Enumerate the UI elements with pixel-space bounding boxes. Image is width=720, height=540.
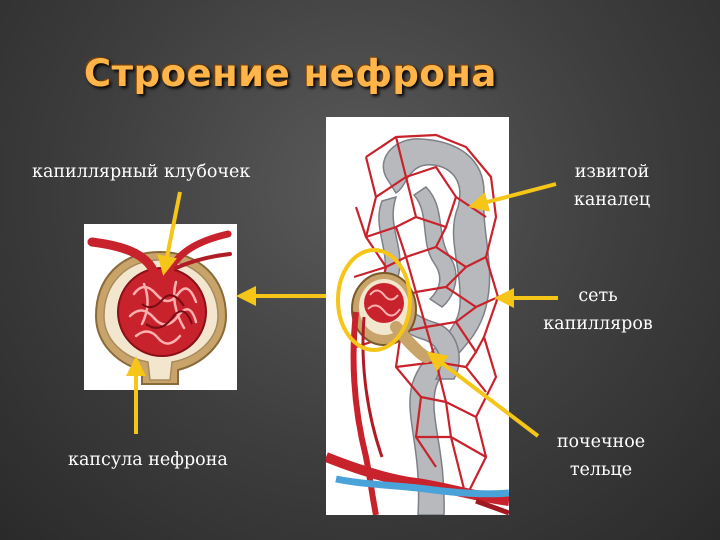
label-capillary-network: сеть капилляров	[528, 282, 668, 338]
label-glomerulus: капиллярный клубочек	[32, 162, 251, 182]
nephron-illustration	[324, 117, 510, 516]
label-capillary-network-line1: сеть	[578, 286, 618, 306]
glomerulus-illustration	[84, 224, 237, 390]
arrow-icon	[468, 182, 557, 212]
label-nephron-capsule: капсула нефрона	[68, 450, 228, 470]
capillary-network	[353, 133, 500, 498]
slide-title: Строение нефрона	[84, 52, 497, 95]
arrow-icon	[157, 191, 182, 276]
label-capillary-network-line2: капилляров	[543, 314, 653, 334]
label-renal-corpuscle: почечное тельце	[538, 428, 664, 484]
label-renal-corpuscle-line2: тельце	[569, 460, 633, 480]
label-convoluted-tubule-line2: каналец	[573, 190, 651, 210]
label-convoluted-tubule: извитой каналец	[552, 158, 672, 214]
glomerulus-drawing	[87, 230, 232, 385]
nephron-drawing	[324, 133, 510, 516]
arrow-icon	[426, 351, 540, 438]
label-renal-corpuscle-line1: почечное	[556, 432, 646, 452]
circle-highlight-icon	[336, 248, 412, 352]
label-convoluted-tubule-line1: извитой	[574, 162, 650, 182]
renal-corpuscle	[351, 272, 432, 363]
